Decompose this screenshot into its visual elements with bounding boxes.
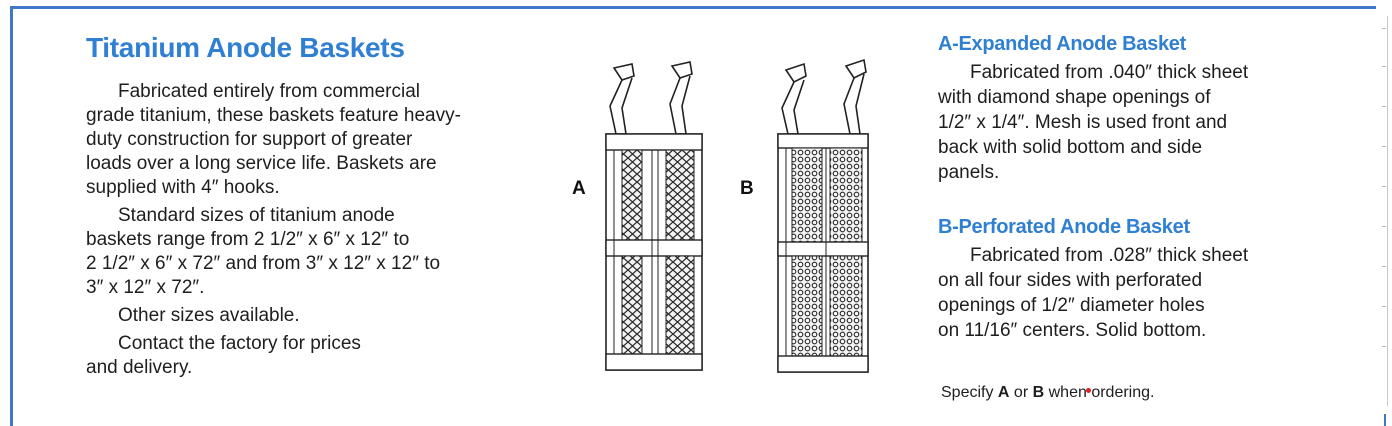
edge-tick [1382, 106, 1386, 107]
edge-rule [1387, 16, 1388, 406]
text-line: supplied with 4″ hooks. [86, 177, 280, 198]
text-line: 3″ x 12″ x 72″. [86, 277, 205, 298]
text-line: on 11/16″ centers. Solid bottom. [938, 320, 1207, 341]
ordering-note: Specify A or B when ordering. [941, 384, 1154, 402]
text-line: openings of 1/2″ diameter holes [938, 295, 1205, 316]
text-line: Contact the factory for prices [118, 333, 361, 354]
figure-label-a: A [572, 178, 586, 199]
expanded-basket-illustration [605, 61, 703, 371]
text-line: baskets range from 2 1/2″ x 6″ x 12″ to [86, 229, 410, 250]
edge-tick [1382, 266, 1386, 267]
red-ink-dot [1086, 388, 1091, 393]
text-line: Other sizes available. [118, 305, 300, 326]
text-line: panels. [938, 162, 1000, 183]
text-line: Fabricated entirely from commercial [118, 81, 420, 102]
section-expanded-text: Fabricated from .040″ thick sheet with d… [938, 60, 1318, 185]
edge-tick [1382, 306, 1386, 307]
other-sizes-paragraph: Other sizes available. [86, 304, 526, 328]
figure-label-b: B [740, 178, 754, 199]
text-line: Fabricated from .040″ thick sheet [970, 62, 1249, 83]
text-line: 2 1/2″ x 6″ x 72″ and from 3″ x 12″ x 12… [86, 253, 441, 274]
text-line: on all four sides with perforated [938, 270, 1203, 291]
text-line: with diamond shape openings of [938, 87, 1211, 108]
sizes-paragraph: Standard sizes of titanium anode baskets… [86, 204, 526, 300]
contact-paragraph: Contact the factory for prices and deliv… [86, 332, 526, 380]
text-line: Standard sizes of titanium anode [118, 205, 395, 226]
text-line: grade titanium, these baskets feature he… [86, 105, 461, 126]
text-fragment: B [1032, 384, 1045, 401]
intro-paragraph: Fabricated entirely from commercial grad… [86, 80, 526, 200]
intro-text: Fabricated entirely from commercial grad… [86, 80, 526, 384]
text-fragment: A [997, 384, 1010, 401]
section-perforated-text: Fabricated from .028″ thick sheet on all… [938, 243, 1318, 343]
text-line: loads over a long service life. Baskets … [86, 153, 437, 174]
text-fragment: or [1009, 384, 1033, 401]
text-line: and delivery. [86, 357, 193, 378]
text-line: duty construction for support of greater [86, 129, 413, 150]
section-perforated-title: B-Perforated Anode Basket [938, 216, 1190, 238]
text-line: back with solid bottom and side [938, 137, 1203, 158]
perforated-basket-illustration [777, 58, 869, 373]
text-fragment: when ordering. [1044, 384, 1155, 401]
edge-tick [1382, 346, 1386, 347]
text-line: 1/2″ x 1/4″. Mesh is used front and [938, 112, 1228, 133]
text-fragment: Specify [941, 384, 998, 401]
page-edge [1376, 6, 1392, 414]
section-perforated: B-Perforated Anode Basket Fabricated fro… [938, 216, 1318, 343]
edge-tick [1382, 66, 1386, 67]
page-title: Titanium Anode Baskets [86, 32, 405, 63]
edge-tick [1382, 28, 1386, 29]
section-expanded-title: A-Expanded Anode Basket [938, 33, 1186, 55]
edge-tick [1382, 146, 1386, 147]
text-line: Fabricated from .028″ thick sheet [970, 245, 1249, 266]
edge-tick [1382, 226, 1386, 227]
edge-tick [1382, 186, 1386, 187]
section-expanded: A-Expanded Anode Basket Fabricated from … [938, 33, 1318, 185]
